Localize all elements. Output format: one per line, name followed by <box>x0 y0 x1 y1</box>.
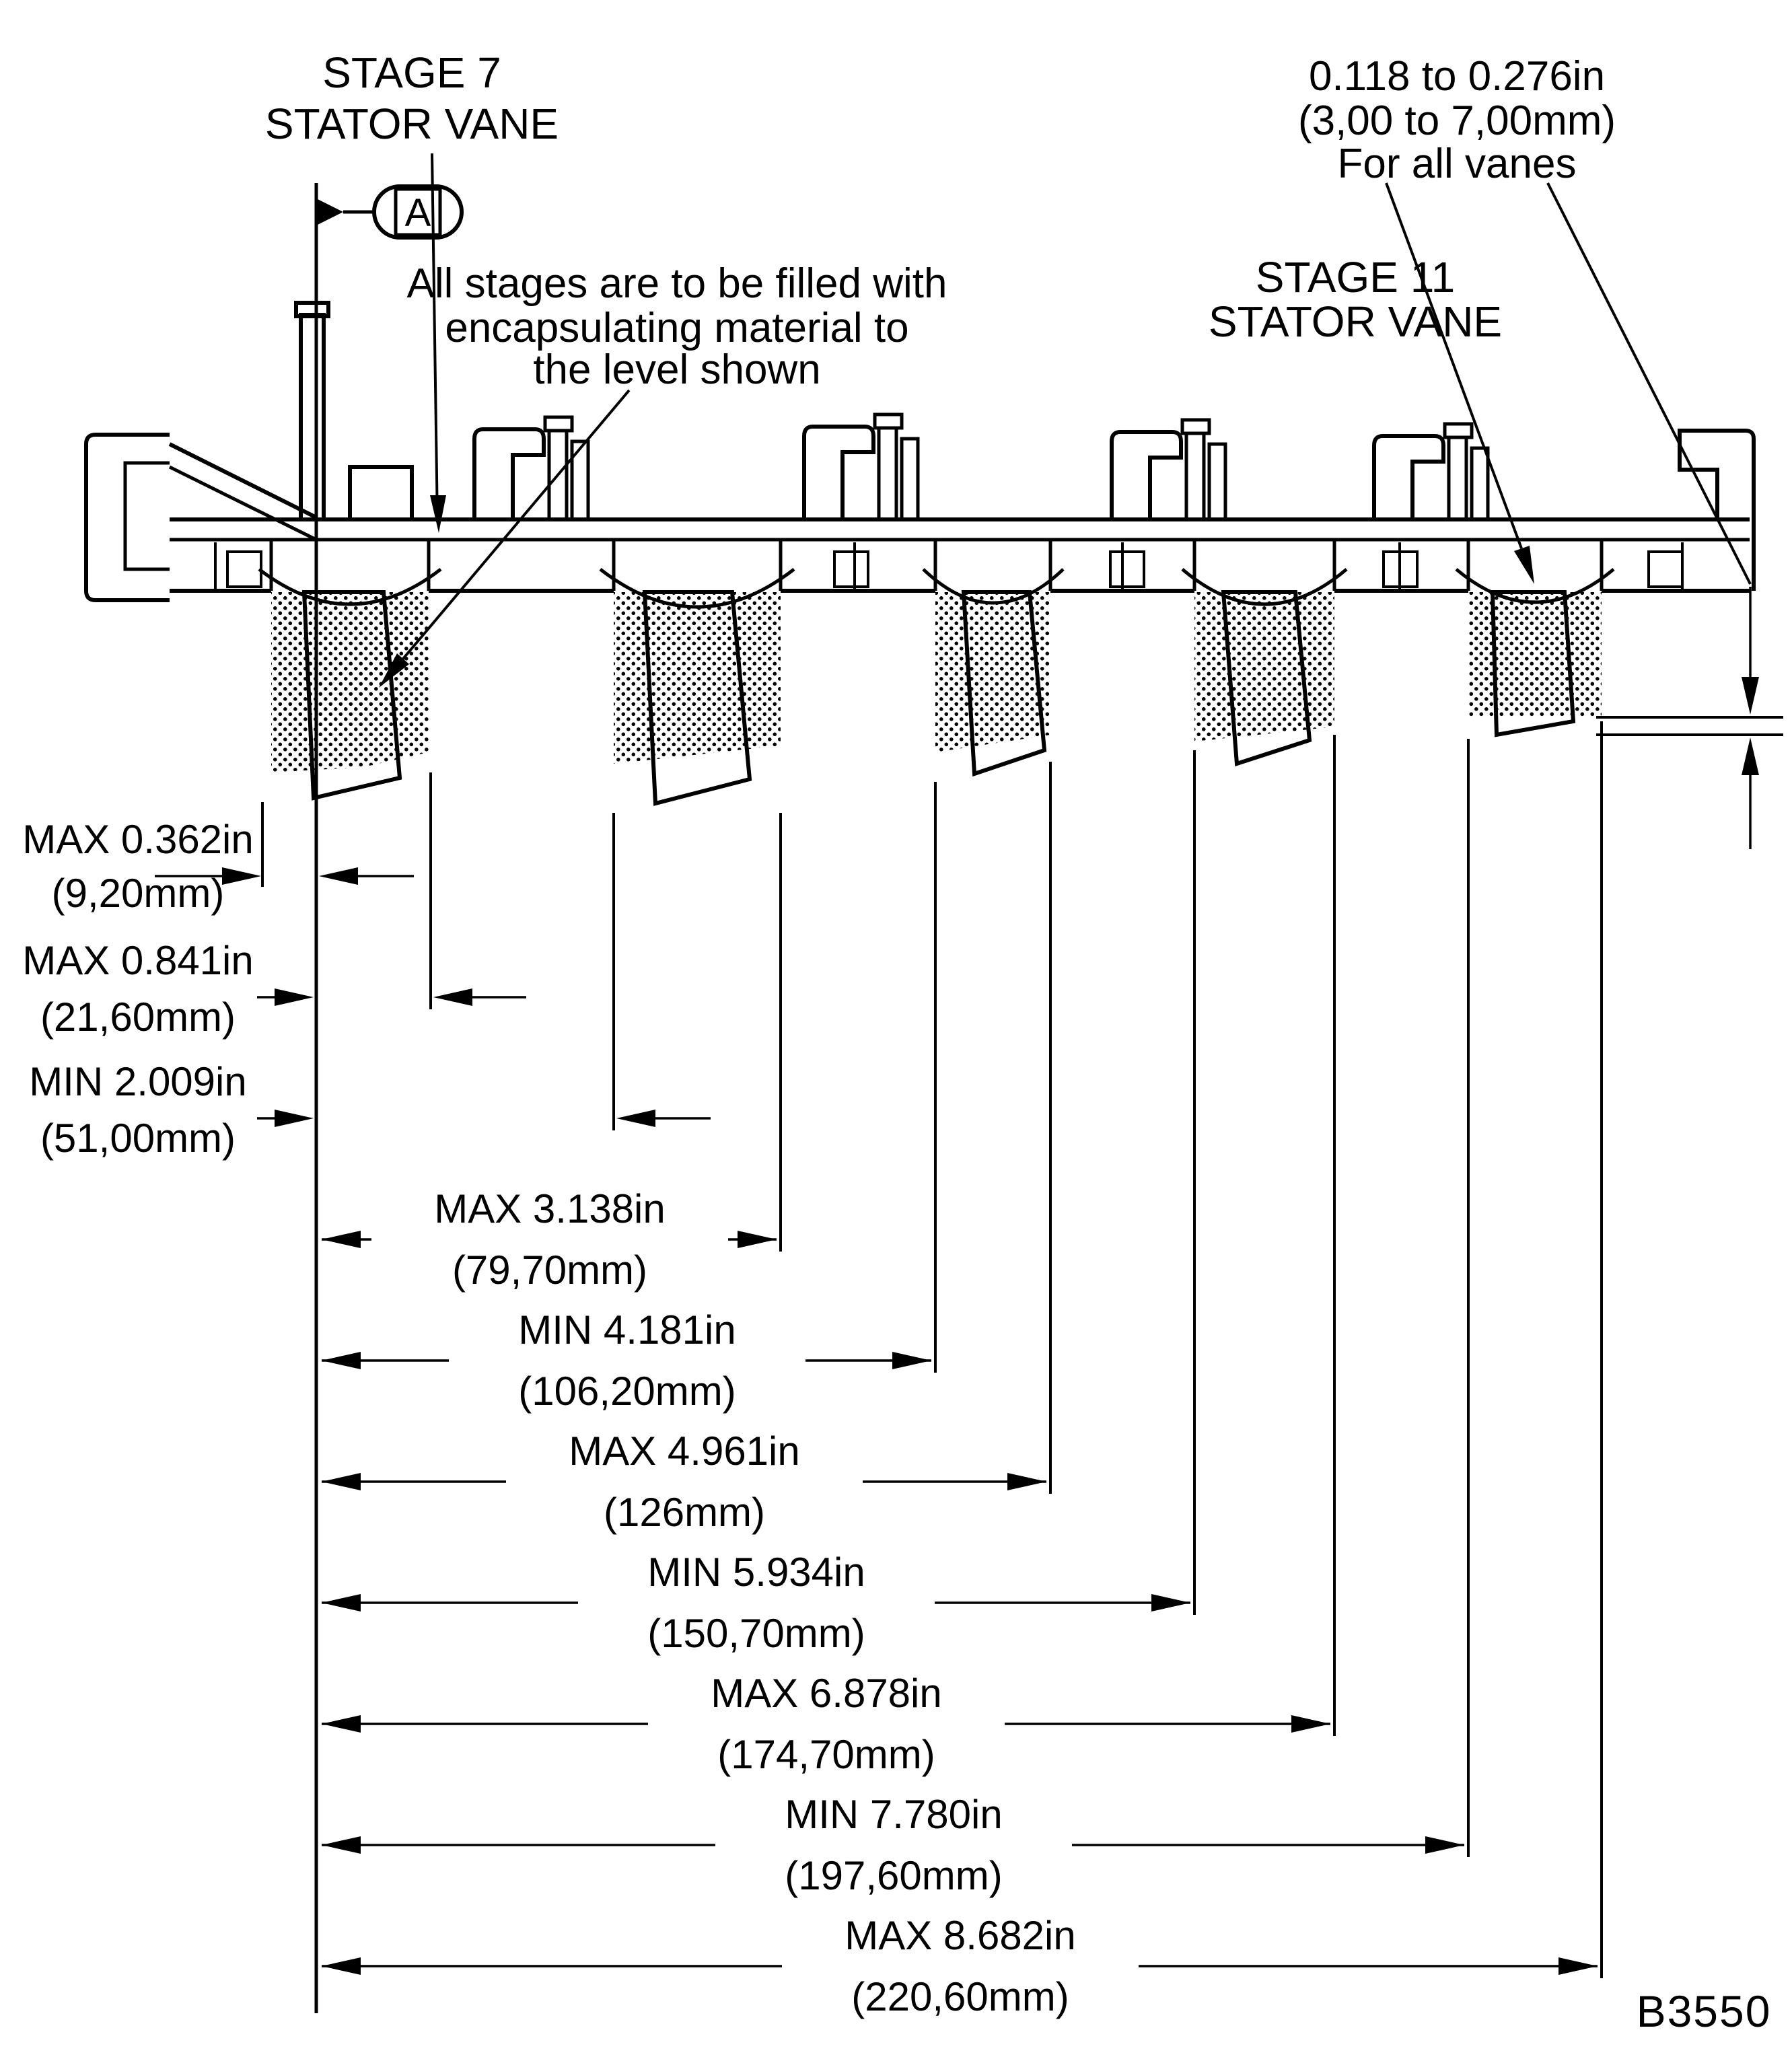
dim-row-8: MAX 6.878in (174,70mm) <box>322 1671 1330 1777</box>
stage10-hook-cluster <box>1110 418 1227 521</box>
dim-label-inches: MAX 3.138in <box>434 1186 666 1231</box>
dim-label-inches: MAX 0.362in <box>22 817 254 862</box>
dim-arrowhead-icon <box>319 867 358 885</box>
dim-label-inches: MAX 8.682in <box>845 1913 1076 1958</box>
encapsulant-stage8 <box>614 592 781 764</box>
shroud-details <box>214 542 1684 591</box>
dim-label-inches: MIN 2.009in <box>29 1059 247 1104</box>
vane-gap-dimension <box>1596 587 1783 849</box>
dim-label-mm: (51,00mm) <box>40 1116 236 1161</box>
dim-row-6: MAX 4.961in (126mm) <box>322 1429 1046 1535</box>
stage10-stator-vane <box>1221 590 1312 767</box>
fill-note-line3: the level shown <box>533 347 820 393</box>
gap-arrow-up-icon <box>1742 737 1759 775</box>
datum-flag-box <box>394 187 442 237</box>
stage7-hook-cluster <box>294 301 414 521</box>
extension-lines <box>261 721 1603 1978</box>
dim-label-mm: (106,20mm) <box>518 1369 736 1414</box>
dim-arrowhead-icon <box>433 988 472 1006</box>
dim-arrowhead-icon <box>892 1352 931 1369</box>
dim-row-7: MIN 5.934in (150,70mm) <box>322 1550 1190 1656</box>
dim-arrowhead-icon <box>275 988 314 1006</box>
dim-label-mm: (197,60mm) <box>785 1853 1002 1898</box>
stage11-label-line1: STAGE 11 <box>1256 253 1455 301</box>
datum-a: A <box>314 183 464 2013</box>
dim-label-mm: (220,60mm) <box>851 1974 1069 2019</box>
fill-note-line1: All stages are to be filled with <box>407 260 947 307</box>
dim-label-mm: (9,20mm) <box>52 871 225 916</box>
dim-row-3: MIN 2.009in (51,00mm) <box>29 1059 711 1161</box>
casing-cross-section <box>84 301 1756 609</box>
dim-label-mm: (21,60mm) <box>40 995 236 1040</box>
stage7-label-line2: STATOR VANE <box>265 100 559 148</box>
stator-vanes <box>301 590 1576 806</box>
vane-gap-note-line3: For all vanes <box>1338 141 1577 187</box>
dim-arrowhead-icon <box>1558 1957 1598 1975</box>
dim-label-mm: (126mm) <box>604 1490 765 1535</box>
dim-arrowhead-icon <box>275 1110 314 1127</box>
stage7-label-line1: STAGE 7 <box>322 48 501 97</box>
dim-row-4: MAX 3.138in (79,70mm) <box>322 1186 777 1293</box>
dim-arrowhead-icon <box>1007 1473 1046 1490</box>
stage7-leader <box>431 153 439 523</box>
dimension-rows: MAX 0.362in (9,20mm) MAX 0.841in (21,60m… <box>22 817 1598 2019</box>
dim-row-5: MIN 4.181in (106,20mm) <box>322 1307 931 1414</box>
stage8-hook-cluster <box>472 415 590 521</box>
dim-label-inches: MAX 4.961in <box>569 1429 800 1474</box>
stage9-hook-cluster <box>802 412 920 521</box>
casing-cone-line <box>168 465 318 542</box>
encapsulant-fill-regions <box>271 592 1602 772</box>
dim-label-inches: MAX 0.841in <box>22 938 254 983</box>
dim-arrowhead-icon <box>616 1110 655 1127</box>
drawing-number: B3550 <box>1637 1986 1772 2036</box>
encapsulant-stage10 <box>1194 592 1334 742</box>
datum-flag-outline <box>372 184 464 240</box>
vane-gap-leader <box>1546 182 1752 585</box>
casing-cone-line <box>168 442 316 519</box>
dim-arrowhead-icon <box>1151 1594 1190 1612</box>
dim-label-inches: MIN 7.780in <box>785 1792 1003 1837</box>
dim-arrowhead-icon <box>1425 1836 1464 1854</box>
stage9-stator-vane <box>961 590 1047 777</box>
stage11-label-line2: STATOR VANE <box>1209 297 1502 346</box>
dim-label-inches: MIN 4.181in <box>518 1307 736 1352</box>
dim-row-10: MAX 8.682in (220,60mm) <box>322 1913 1598 2019</box>
stage11-hook-cluster <box>1372 422 1490 521</box>
gap-arrow-down-icon <box>1742 677 1759 715</box>
leader-lines <box>379 153 1752 688</box>
encapsulant-stage11 <box>1468 592 1602 717</box>
dim-row-2: MAX 0.841in (21,60mm) <box>22 938 526 1040</box>
dim-label-inches: MAX 6.878in <box>711 1671 942 1716</box>
dim-arrowhead-icon <box>222 867 261 885</box>
dim-label-mm: (150,70mm) <box>647 1611 865 1656</box>
dim-arrowhead-icon <box>1291 1715 1330 1733</box>
pocket-walls <box>269 540 1604 591</box>
datum-letter: A <box>405 191 431 235</box>
left-end-flange <box>84 433 318 602</box>
dim-label-mm: (174,70mm) <box>717 1732 935 1777</box>
stage11-stator-vane <box>1490 590 1576 737</box>
dim-arrowhead-icon <box>738 1231 777 1248</box>
fill-note-leader <box>402 389 631 660</box>
stage8-stator-vane <box>642 590 752 806</box>
vane-gap-note-line1: 0.118 to 0.276in <box>1309 53 1605 100</box>
dim-row-1: MAX 0.362in (9,20mm) <box>22 817 414 916</box>
dim-row-9: MIN 7.780in (197,60mm) <box>322 1792 1464 1898</box>
stage7-leader-arrowhead-icon <box>430 495 446 533</box>
fill-note-line2: encapsulating material to <box>445 305 908 351</box>
callouts: STAGE 7 STATOR VANE All stages are to be… <box>265 48 1772 2036</box>
right-end-flange <box>1678 429 1756 591</box>
datum-triangle-icon <box>318 199 343 225</box>
stage11-leader-arrowhead-icon <box>1514 546 1534 584</box>
dim-label-mm: (79,70mm) <box>452 1248 647 1293</box>
vane-gap-note-line2: (3,00 to 7,00mm) <box>1298 98 1616 144</box>
stage11-leader <box>1385 182 1523 549</box>
fill-note-arrowhead-icon <box>379 653 409 688</box>
dim-label-inches: MIN 5.934in <box>647 1550 865 1595</box>
encapsulant-stage7 <box>271 592 429 772</box>
stage7-stator-vane <box>301 590 402 801</box>
